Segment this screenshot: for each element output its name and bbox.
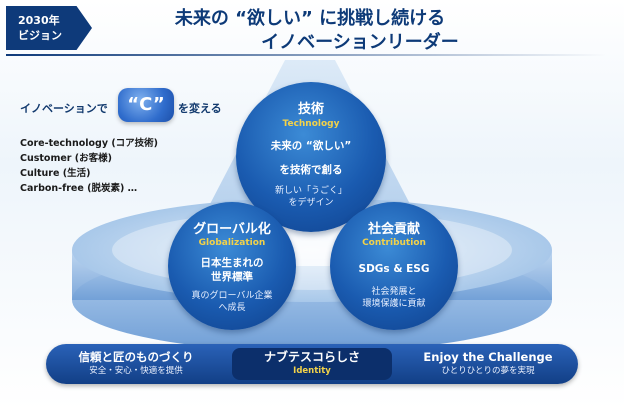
contribution-note-2: 環境保護に貢献 [362,299,426,309]
technology-subtitle: Technology [282,119,340,129]
list-item: Carbon-free (脱炭素) … [20,183,138,194]
challenge-title: Enjoy the Challenge [423,350,553,364]
identity-sub: Identity [293,366,331,376]
headline-line-1: 未来の “欲しい” に挑戦し続ける [174,8,446,29]
contribution-main: SDGs & ESG [358,263,430,275]
vision-2030-badge: 2030年 ビジョン [6,6,92,50]
identity-box: ナブテスコらしさ Identity [232,348,392,380]
badge-label: ビジョン [18,29,62,42]
technology-note-1: 新しい「うごく」 [274,186,347,196]
contribution-title: 社会貢献 [367,222,420,237]
craftsmanship-pillar: 信頼と匠のものづくり 安全・安心・快適を提供 [56,349,216,377]
contribution-subtitle: Contribution [362,238,426,248]
globalization-note-2: へ成長 [218,303,246,313]
foundation-bar: 信頼と匠のものづくり 安全・安心・快適を提供 ナブテスコらしさ Identity… [46,344,578,384]
technology-note-2: をデザイン [288,198,334,208]
four-c-list: Core-technology (コア技術) Customer (お客様) Cu… [20,136,158,196]
contribution-note-1: 社会発展と [371,287,417,297]
challenge-sub: ひとりひとりの夢を実現 [441,366,535,376]
list-item: Culture (生活) [20,168,91,179]
globalization-note-1: 真のグローバル企業 [191,291,273,301]
contribution-circle: 社会貢献 Contribution SDGs & ESG 社会発展と 環境保護に… [330,202,458,330]
c-letter-bubble: “C” [118,88,174,122]
globalization-main-2: 世界標準 [211,271,253,283]
craftsmanship-title: 信頼と匠のものづくり [78,350,194,364]
headline-line-2: イノベーションリーダー [261,32,459,53]
technology-main-1: 未来の “欲しい” [270,140,352,152]
challenge-pillar: Enjoy the Challenge ひとりひとりの夢を実現 [408,349,568,377]
identity-title: ナブテスコらしさ [263,350,360,364]
technology-title: 技術 [297,102,324,117]
globalization-subtitle: Globalization [198,238,266,248]
globalization-title: グローバル化 [193,222,271,237]
globalization-circle: グローバル化 Globalization 日本生まれの 世界標準 真のグローバル… [168,202,296,330]
technology-main-2: を技術で創る [279,164,343,176]
technology-circle: 技術 Technology 未来の “欲しい” を技術で創る 新しい「うごく」 … [236,82,386,232]
craftsmanship-sub: 安全・安心・快適を提供 [89,366,183,376]
badge-year: 2030年 [18,14,60,27]
innovation-prefix: イノベーションで [20,102,108,115]
globalization-main-1: 日本生まれの [200,257,264,269]
list-item: Customer (お客様) [20,153,112,164]
list-item: Core-technology (コア技術) [20,138,159,149]
innovation-suffix: を変える [178,102,222,115]
